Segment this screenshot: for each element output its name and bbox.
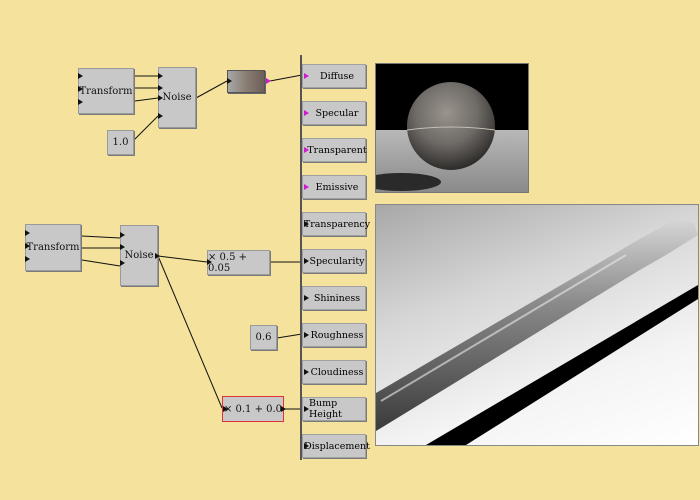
color-output-pin-icon[interactable] bbox=[266, 78, 271, 84]
roughness-constant-node[interactable]: 0.6 bbox=[250, 325, 277, 350]
input-pin-icon[interactable] bbox=[227, 78, 232, 84]
sphere-preview-render bbox=[375, 63, 529, 193]
input-pin-icon[interactable] bbox=[158, 85, 163, 91]
channel-roughness[interactable]: Roughness bbox=[302, 323, 366, 347]
channel-cloudiness[interactable]: Cloudiness bbox=[302, 360, 366, 384]
channel-label: Specularity bbox=[309, 255, 365, 267]
rod-preview-render bbox=[375, 204, 699, 446]
sphere-preview-image bbox=[376, 64, 528, 192]
input-pin-icon bbox=[304, 406, 309, 412]
noise-node-top[interactable]: Noise bbox=[158, 67, 196, 128]
channel-label: Bump Height bbox=[309, 398, 342, 420]
channel-label: Emissive bbox=[315, 181, 359, 193]
channel-label: Transparent bbox=[307, 144, 367, 156]
specularity-scale-offset-node[interactable]: × 0.5 + 0.05 bbox=[207, 250, 270, 275]
material-bus-line bbox=[300, 55, 302, 460]
channel-specularity[interactable]: Specularity bbox=[302, 249, 366, 273]
input-pin-icon[interactable] bbox=[120, 232, 125, 238]
channel-label: Transparency bbox=[303, 218, 371, 230]
transform-node-label: Transform bbox=[79, 85, 133, 97]
input-pin-icon[interactable] bbox=[223, 406, 228, 412]
channel-label: Diffuse bbox=[319, 70, 355, 82]
color-input-pin-icon bbox=[304, 73, 309, 79]
input-pin-icon[interactable] bbox=[78, 73, 83, 79]
input-pin-icon bbox=[304, 443, 309, 449]
transform-node-bottom[interactable]: Transform bbox=[25, 224, 81, 271]
input-pin-icon[interactable] bbox=[207, 259, 212, 265]
color-input-pin-icon bbox=[304, 147, 309, 153]
channel-label: Displacement bbox=[304, 440, 370, 452]
scale-offset-label: × 0.5 + 0.05 bbox=[208, 251, 248, 274]
input-pin-icon[interactable] bbox=[25, 230, 30, 236]
transform-node-top[interactable]: Transform bbox=[78, 68, 134, 114]
input-pin-icon bbox=[304, 221, 309, 227]
color-input-pin-icon bbox=[304, 110, 309, 116]
input-pin-icon[interactable] bbox=[120, 260, 125, 266]
channel-emissive[interactable]: Emissive bbox=[302, 175, 366, 199]
constant-value: 1.0 bbox=[112, 137, 129, 148]
channel-transparent[interactable]: Transparent bbox=[302, 138, 367, 162]
input-pin-icon[interactable] bbox=[78, 86, 83, 92]
input-pin-icon[interactable] bbox=[25, 243, 30, 249]
constant-node-top[interactable]: 1.0 bbox=[107, 130, 134, 155]
color-input-pin-icon bbox=[304, 184, 309, 190]
output-pin-icon[interactable] bbox=[155, 253, 160, 259]
roughness-value: 0.6 bbox=[255, 332, 272, 343]
input-pin-icon[interactable] bbox=[158, 113, 163, 119]
channel-shininess[interactable]: Shininess bbox=[302, 286, 366, 310]
input-pin-icon[interactable] bbox=[25, 256, 30, 262]
input-pin-icon bbox=[304, 258, 309, 264]
input-pin-icon bbox=[304, 369, 309, 375]
color-ramp-node[interactable] bbox=[227, 70, 265, 93]
input-pin-icon[interactable] bbox=[78, 99, 83, 105]
channel-label: Roughness bbox=[310, 329, 364, 341]
transform-node-label: Transform bbox=[26, 242, 80, 253]
channel-displacement[interactable]: Displacement bbox=[302, 434, 370, 458]
noise-node-label: Noise bbox=[162, 92, 192, 103]
channel-label: Shininess bbox=[313, 292, 361, 304]
output-pin-icon[interactable] bbox=[281, 406, 286, 412]
rod-preview-image bbox=[376, 219, 698, 445]
channel-transparency[interactable]: Transparency bbox=[302, 212, 370, 236]
channel-label: Cloudiness bbox=[310, 366, 364, 378]
channel-bump-height[interactable]: Bump Height bbox=[302, 397, 366, 421]
bump-scale-offset-node[interactable]: × 0.1 + 0.0 bbox=[222, 396, 284, 422]
input-pin-icon[interactable] bbox=[158, 73, 163, 79]
channel-diffuse[interactable]: Diffuse bbox=[302, 64, 366, 88]
input-pin-icon bbox=[304, 295, 309, 301]
noise-node-label: Noise bbox=[124, 250, 154, 261]
channel-label: Specular bbox=[315, 107, 359, 119]
input-pin-icon[interactable] bbox=[158, 95, 163, 101]
noise-node-bottom[interactable]: Noise bbox=[120, 225, 158, 286]
input-pin-icon[interactable] bbox=[120, 244, 125, 250]
input-pin-icon bbox=[304, 332, 309, 338]
scale-offset-label: × 0.1 + 0.0 bbox=[223, 403, 283, 415]
channel-specular[interactable]: Specular bbox=[302, 101, 366, 125]
